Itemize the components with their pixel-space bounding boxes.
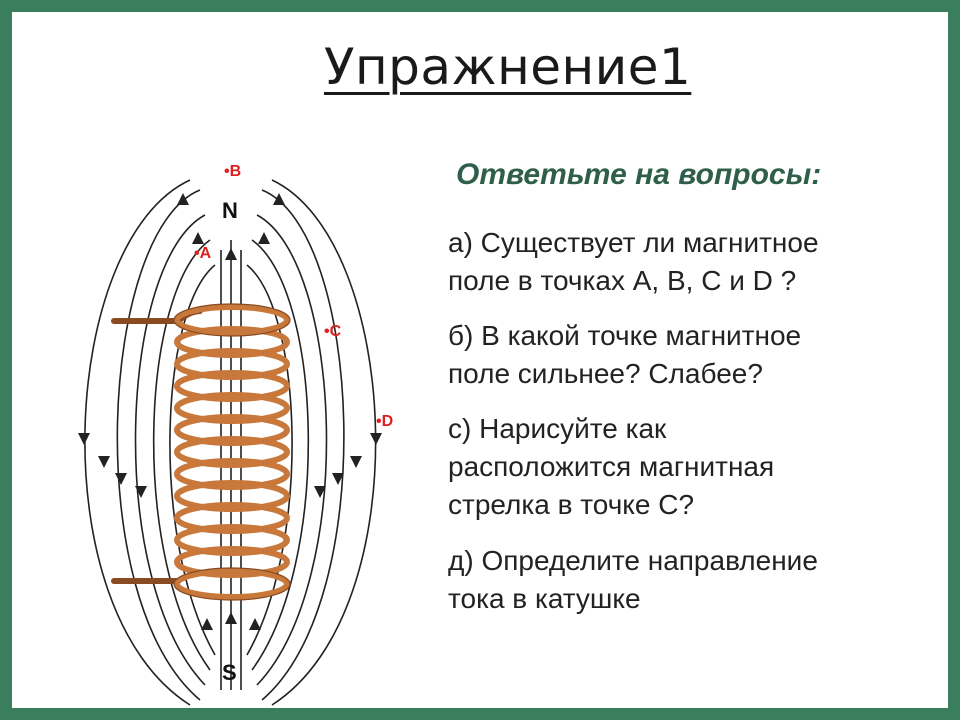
field-line bbox=[261, 189, 345, 701]
coil bbox=[174, 304, 290, 600]
arrow-down bbox=[350, 456, 362, 468]
arrow-up bbox=[225, 612, 237, 624]
question-b-line1: б) В какой точке магнитное bbox=[448, 320, 802, 351]
field-line bbox=[169, 264, 216, 656]
arrow-down bbox=[332, 473, 344, 485]
coil-turn bbox=[174, 326, 290, 358]
coil-turn bbox=[174, 568, 290, 600]
field-line bbox=[152, 239, 211, 671]
question-d-line1: д) Определите направление bbox=[448, 545, 818, 576]
field-lines bbox=[84, 179, 377, 706]
coil-turn bbox=[174, 414, 290, 446]
pole-s-label: S bbox=[222, 660, 237, 685]
coil-turn bbox=[174, 546, 290, 578]
coil-turn bbox=[174, 304, 290, 336]
coil-turn bbox=[174, 458, 290, 490]
coil-turn bbox=[174, 348, 290, 380]
point-b-label: •B bbox=[224, 163, 241, 180]
question-b: б) В какой точке магнитное поле сильнее?… bbox=[448, 317, 801, 393]
arrow-down bbox=[115, 473, 127, 485]
arrow-up bbox=[225, 248, 237, 260]
arrow-up bbox=[177, 193, 189, 205]
field-line bbox=[256, 214, 328, 686]
coil-turn bbox=[174, 480, 290, 512]
arrow-up bbox=[273, 193, 285, 205]
coil-turn bbox=[174, 370, 290, 402]
point-a-label: •A bbox=[194, 245, 212, 262]
subtitle: Ответьте на вопросы: bbox=[456, 158, 822, 191]
coil-turn-outline bbox=[173, 303, 291, 337]
coil-turn-outline bbox=[173, 567, 291, 601]
question-c-line2: расположится магнитная bbox=[448, 451, 775, 482]
arrow-up bbox=[249, 618, 261, 630]
coil-turn bbox=[174, 502, 290, 534]
field-line bbox=[84, 179, 191, 706]
field-line bbox=[116, 189, 201, 701]
field-arrows bbox=[78, 193, 382, 630]
pole-n-label: N bbox=[222, 198, 238, 223]
question-a-line1: а) Существует ли магнитное bbox=[448, 227, 819, 258]
point-d-label: •D bbox=[376, 413, 393, 430]
question-c-line3: стрелка в точке С? bbox=[448, 489, 695, 520]
coil-outline bbox=[173, 303, 291, 601]
coil-turn bbox=[174, 524, 290, 556]
slide-title: Упражнение1 bbox=[324, 38, 692, 96]
point-c-label: •C bbox=[324, 323, 342, 340]
question-a: а) Существует ли магнитное поле в точках… bbox=[448, 224, 819, 300]
question-d: д) Определите направление тока в катушке bbox=[448, 542, 818, 618]
arrow-up bbox=[192, 232, 204, 244]
field-line bbox=[271, 179, 377, 706]
coil-turn bbox=[174, 436, 290, 468]
arrow-up bbox=[258, 232, 270, 244]
question-d-line2: тока в катушке bbox=[448, 583, 641, 614]
question-c: с) Нарисуйте как расположится магнитная … bbox=[448, 410, 774, 524]
arrow-down bbox=[98, 456, 110, 468]
arrow-down bbox=[314, 486, 326, 498]
question-b-line2: поле сильнее? Слабее? bbox=[448, 358, 763, 389]
arrow-down bbox=[135, 486, 147, 498]
question-c-line1: с) Нарисуйте как bbox=[448, 413, 667, 444]
arrow-down bbox=[370, 433, 382, 445]
arrow-down bbox=[78, 433, 90, 445]
arrow-up bbox=[201, 618, 213, 630]
field-line bbox=[134, 214, 206, 686]
coil-turn bbox=[174, 392, 290, 424]
field-line bbox=[251, 239, 310, 671]
field-line bbox=[246, 264, 293, 656]
question-a-line2: поле в точках А, В, С и D ? bbox=[448, 265, 797, 296]
